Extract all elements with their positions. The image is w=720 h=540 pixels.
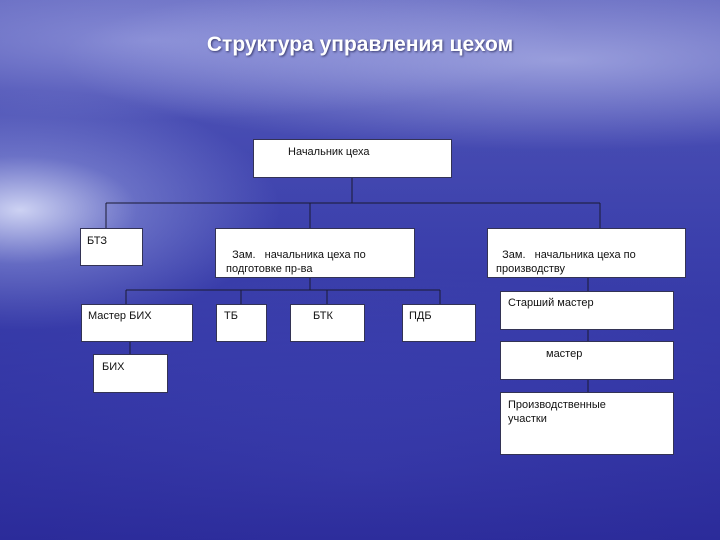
node-senior-master: Старший мастер	[500, 291, 674, 330]
node-deputy-prep-label: Зам. начальника цеха по подготовке пр-ва	[226, 249, 369, 275]
node-master-bih: Мастер БИХ	[81, 304, 193, 342]
node-bih-label: БИХ	[102, 361, 125, 373]
node-master-label: мастер	[546, 348, 583, 360]
node-master: мастер	[500, 341, 674, 380]
node-tb-label: ТБ	[224, 310, 238, 322]
node-senior-master-label: Старший мастер	[508, 297, 594, 309]
node-pdb-label: ПДБ	[409, 310, 432, 322]
node-deputy-prod-label: Зам. начальника цеха по производству	[496, 249, 639, 275]
node-btk-label: БТК	[313, 310, 333, 322]
node-prod-sections: Производственные участки	[500, 392, 674, 455]
node-master-bih-label: Мастер БИХ	[88, 310, 152, 322]
node-btz-label: БТЗ	[87, 235, 107, 247]
node-tb: ТБ	[216, 304, 267, 342]
node-prod-sections-label: Производственные участки	[508, 399, 606, 425]
node-pdb: ПДБ	[402, 304, 476, 342]
node-head: Начальник цеха	[253, 139, 452, 178]
node-btz: БТЗ	[80, 228, 143, 266]
node-deputy-prep: Зам. начальника цеха по подготовке пр-ва	[215, 228, 415, 278]
node-btk: БТК	[290, 304, 365, 342]
node-head-label: Начальник цеха	[288, 146, 370, 158]
node-deputy-prod: Зам. начальника цеха по производству	[487, 228, 686, 278]
diagram-title: Структура управления цехом	[206, 33, 514, 56]
node-bih: БИХ	[93, 354, 168, 393]
